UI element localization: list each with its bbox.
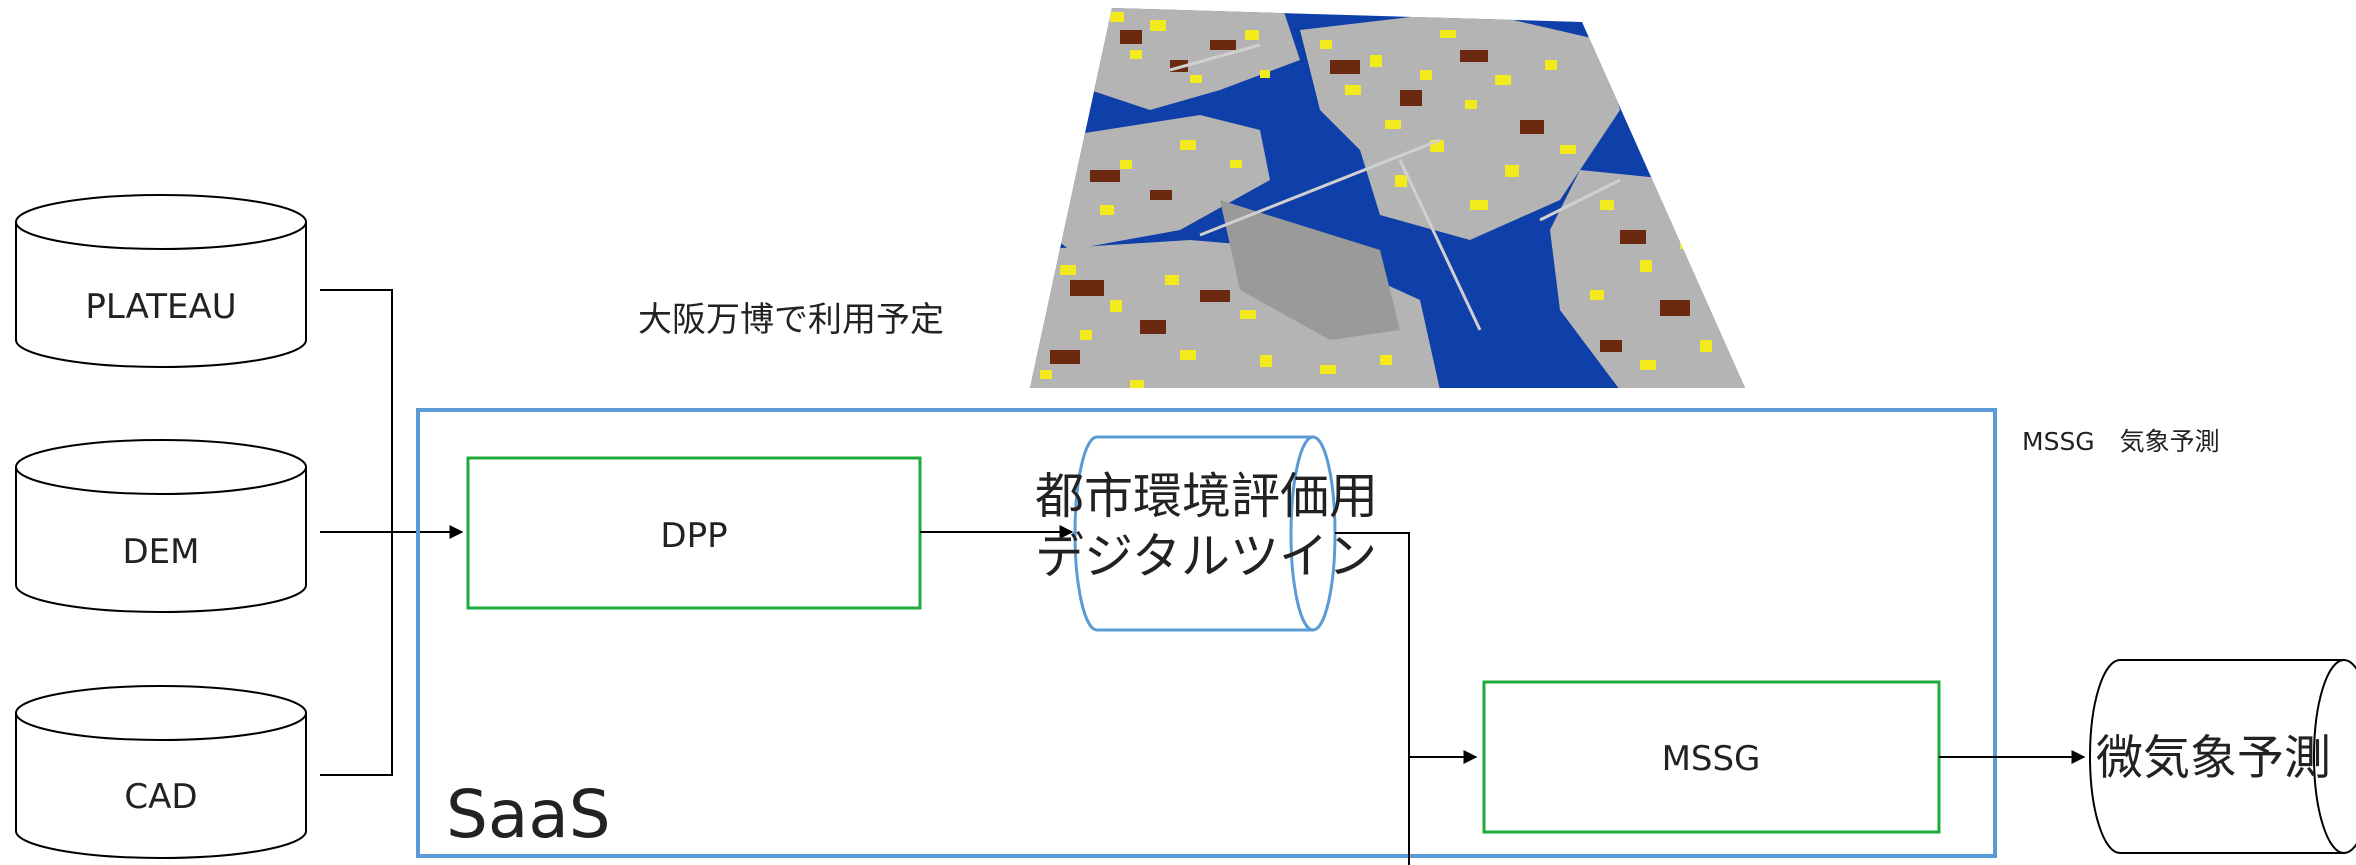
mssg-label: MSSG [1662, 739, 1761, 779]
twin-label-line1: 都市環境評価用 [1035, 468, 1378, 525]
mssg-weather-note: MSSG 気象予測 [2022, 427, 2220, 456]
output-label: 微気象予測 [2096, 731, 2331, 786]
cad-label: CAD [124, 777, 197, 817]
dem-label: DEM [123, 532, 200, 572]
mssg-process-box [1482, 680, 1941, 834]
plateau-label: PLATEAU [85, 287, 236, 327]
twin-to-mssg-connector [1335, 532, 1478, 865]
plateau-database: PLATEAU [15, 194, 307, 368]
digital-twin-storage [1073, 435, 1337, 632]
microclimate-output-storage [2089, 659, 2356, 854]
twin-label-line2: デジタルツイン [1035, 528, 1377, 585]
saas-container [416, 408, 1997, 858]
source-connectors [320, 289, 464, 776]
dem-database: DEM [15, 439, 307, 613]
saas-label: SaaS [446, 776, 611, 853]
osaka-city-map-image [1030, 8, 1745, 388]
expo-note: 大阪万博で利用予定 [638, 300, 944, 340]
cad-database: CAD [15, 685, 307, 859]
dpp-label: DPP [660, 516, 727, 556]
